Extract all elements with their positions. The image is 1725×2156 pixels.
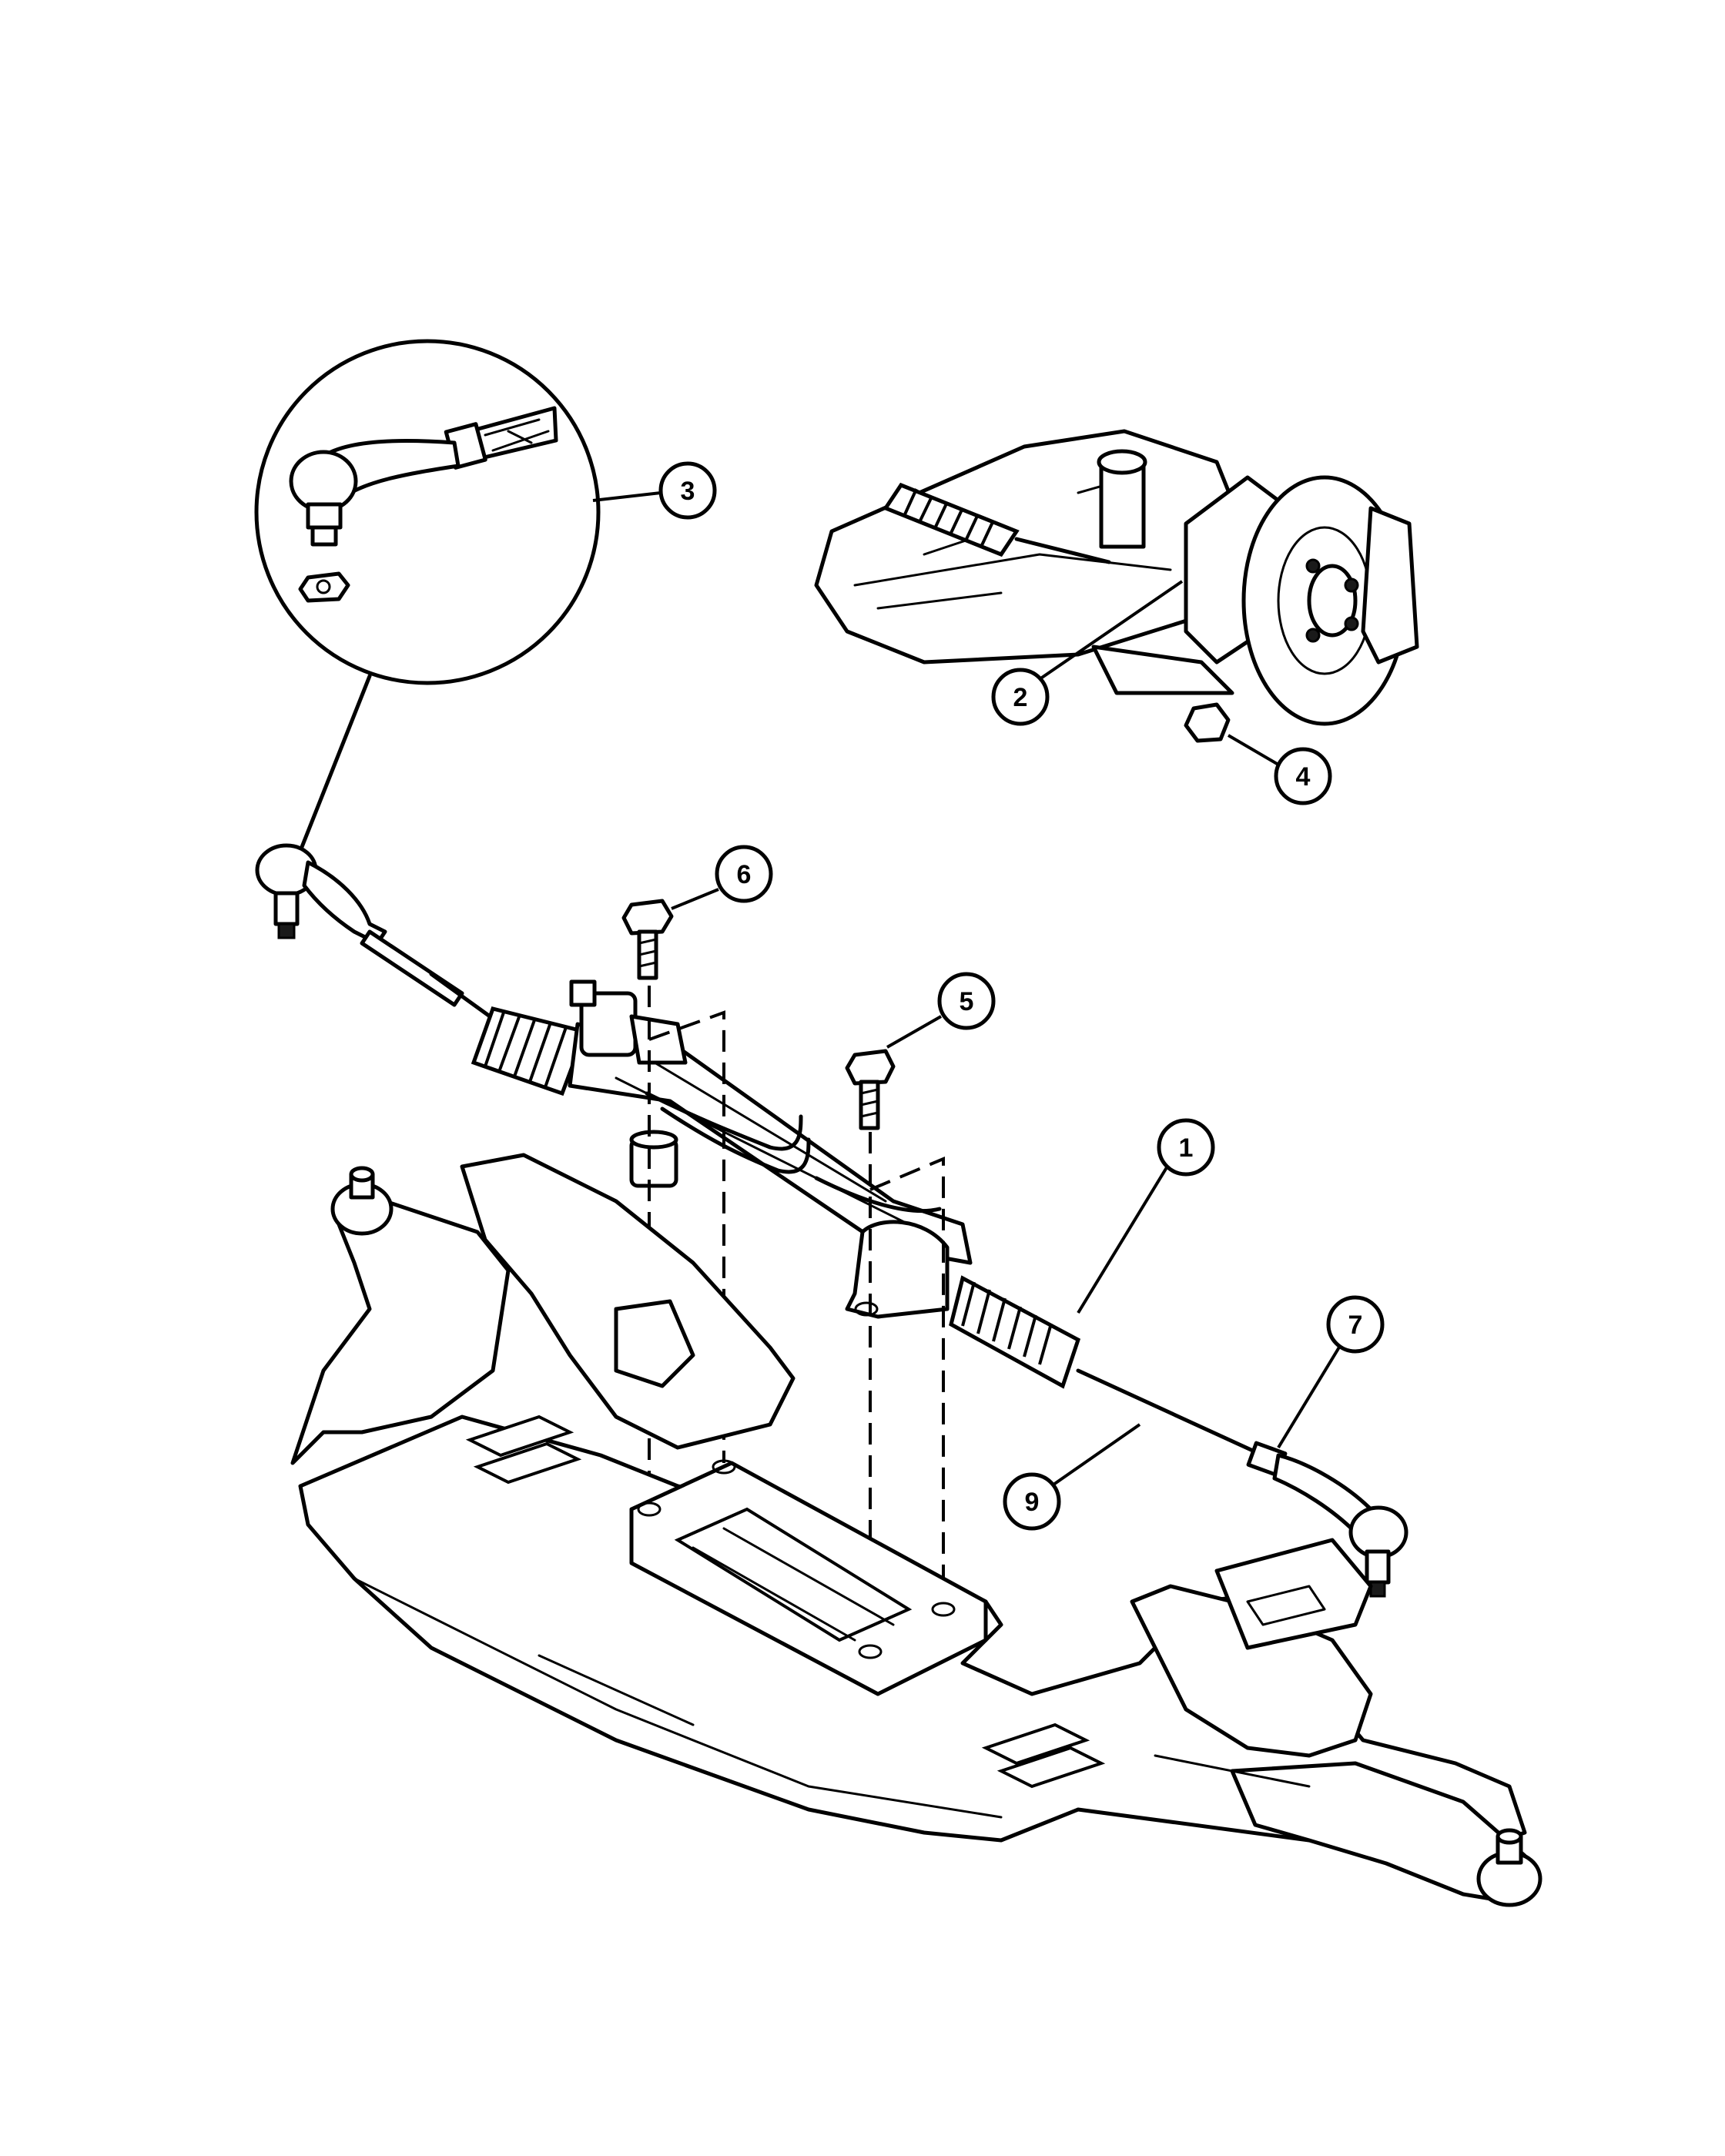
svg-text:7: 7: [1348, 1311, 1363, 1340]
svg-text:9: 9: [1025, 1488, 1040, 1517]
callout-6: 6: [671, 845, 773, 910]
svg-text:6: 6: [737, 860, 752, 889]
suspension-steering-boot: [883, 482, 1020, 557]
front-suspension-knuckle-assembly: [814, 429, 1419, 726]
callout-3: 3: [592, 461, 717, 520]
bolt-part-6: [621, 899, 674, 980]
callout-5: 5: [886, 972, 996, 1049]
callout-1: 1: [1077, 1118, 1215, 1314]
callout-9: 9: [1003, 1423, 1141, 1531]
callout-7: 7: [1277, 1295, 1385, 1449]
outer-tie-rod-end-left: [255, 843, 387, 946]
steering-boot-left: [471, 1006, 588, 1096]
front-crossmember: [290, 1153, 1542, 1907]
svg-text:1: 1: [1179, 1133, 1194, 1163]
callout-4: 4: [1227, 734, 1332, 805]
svg-text:4: 4: [1296, 762, 1311, 792]
svg-text:2: 2: [1013, 683, 1028, 712]
tie-rod-nut-part-4: [1184, 702, 1231, 743]
callout-2: 2: [991, 580, 1184, 726]
outer-tie-rod-end-right: [1272, 1453, 1408, 1598]
svg-text:3: 3: [681, 477, 695, 506]
steering-boot-right: [949, 1275, 1081, 1389]
bolt-part-5: [845, 1049, 896, 1130]
svg-text:5: 5: [960, 987, 974, 1016]
tie-rod-end-detail-inset: [254, 339, 601, 853]
